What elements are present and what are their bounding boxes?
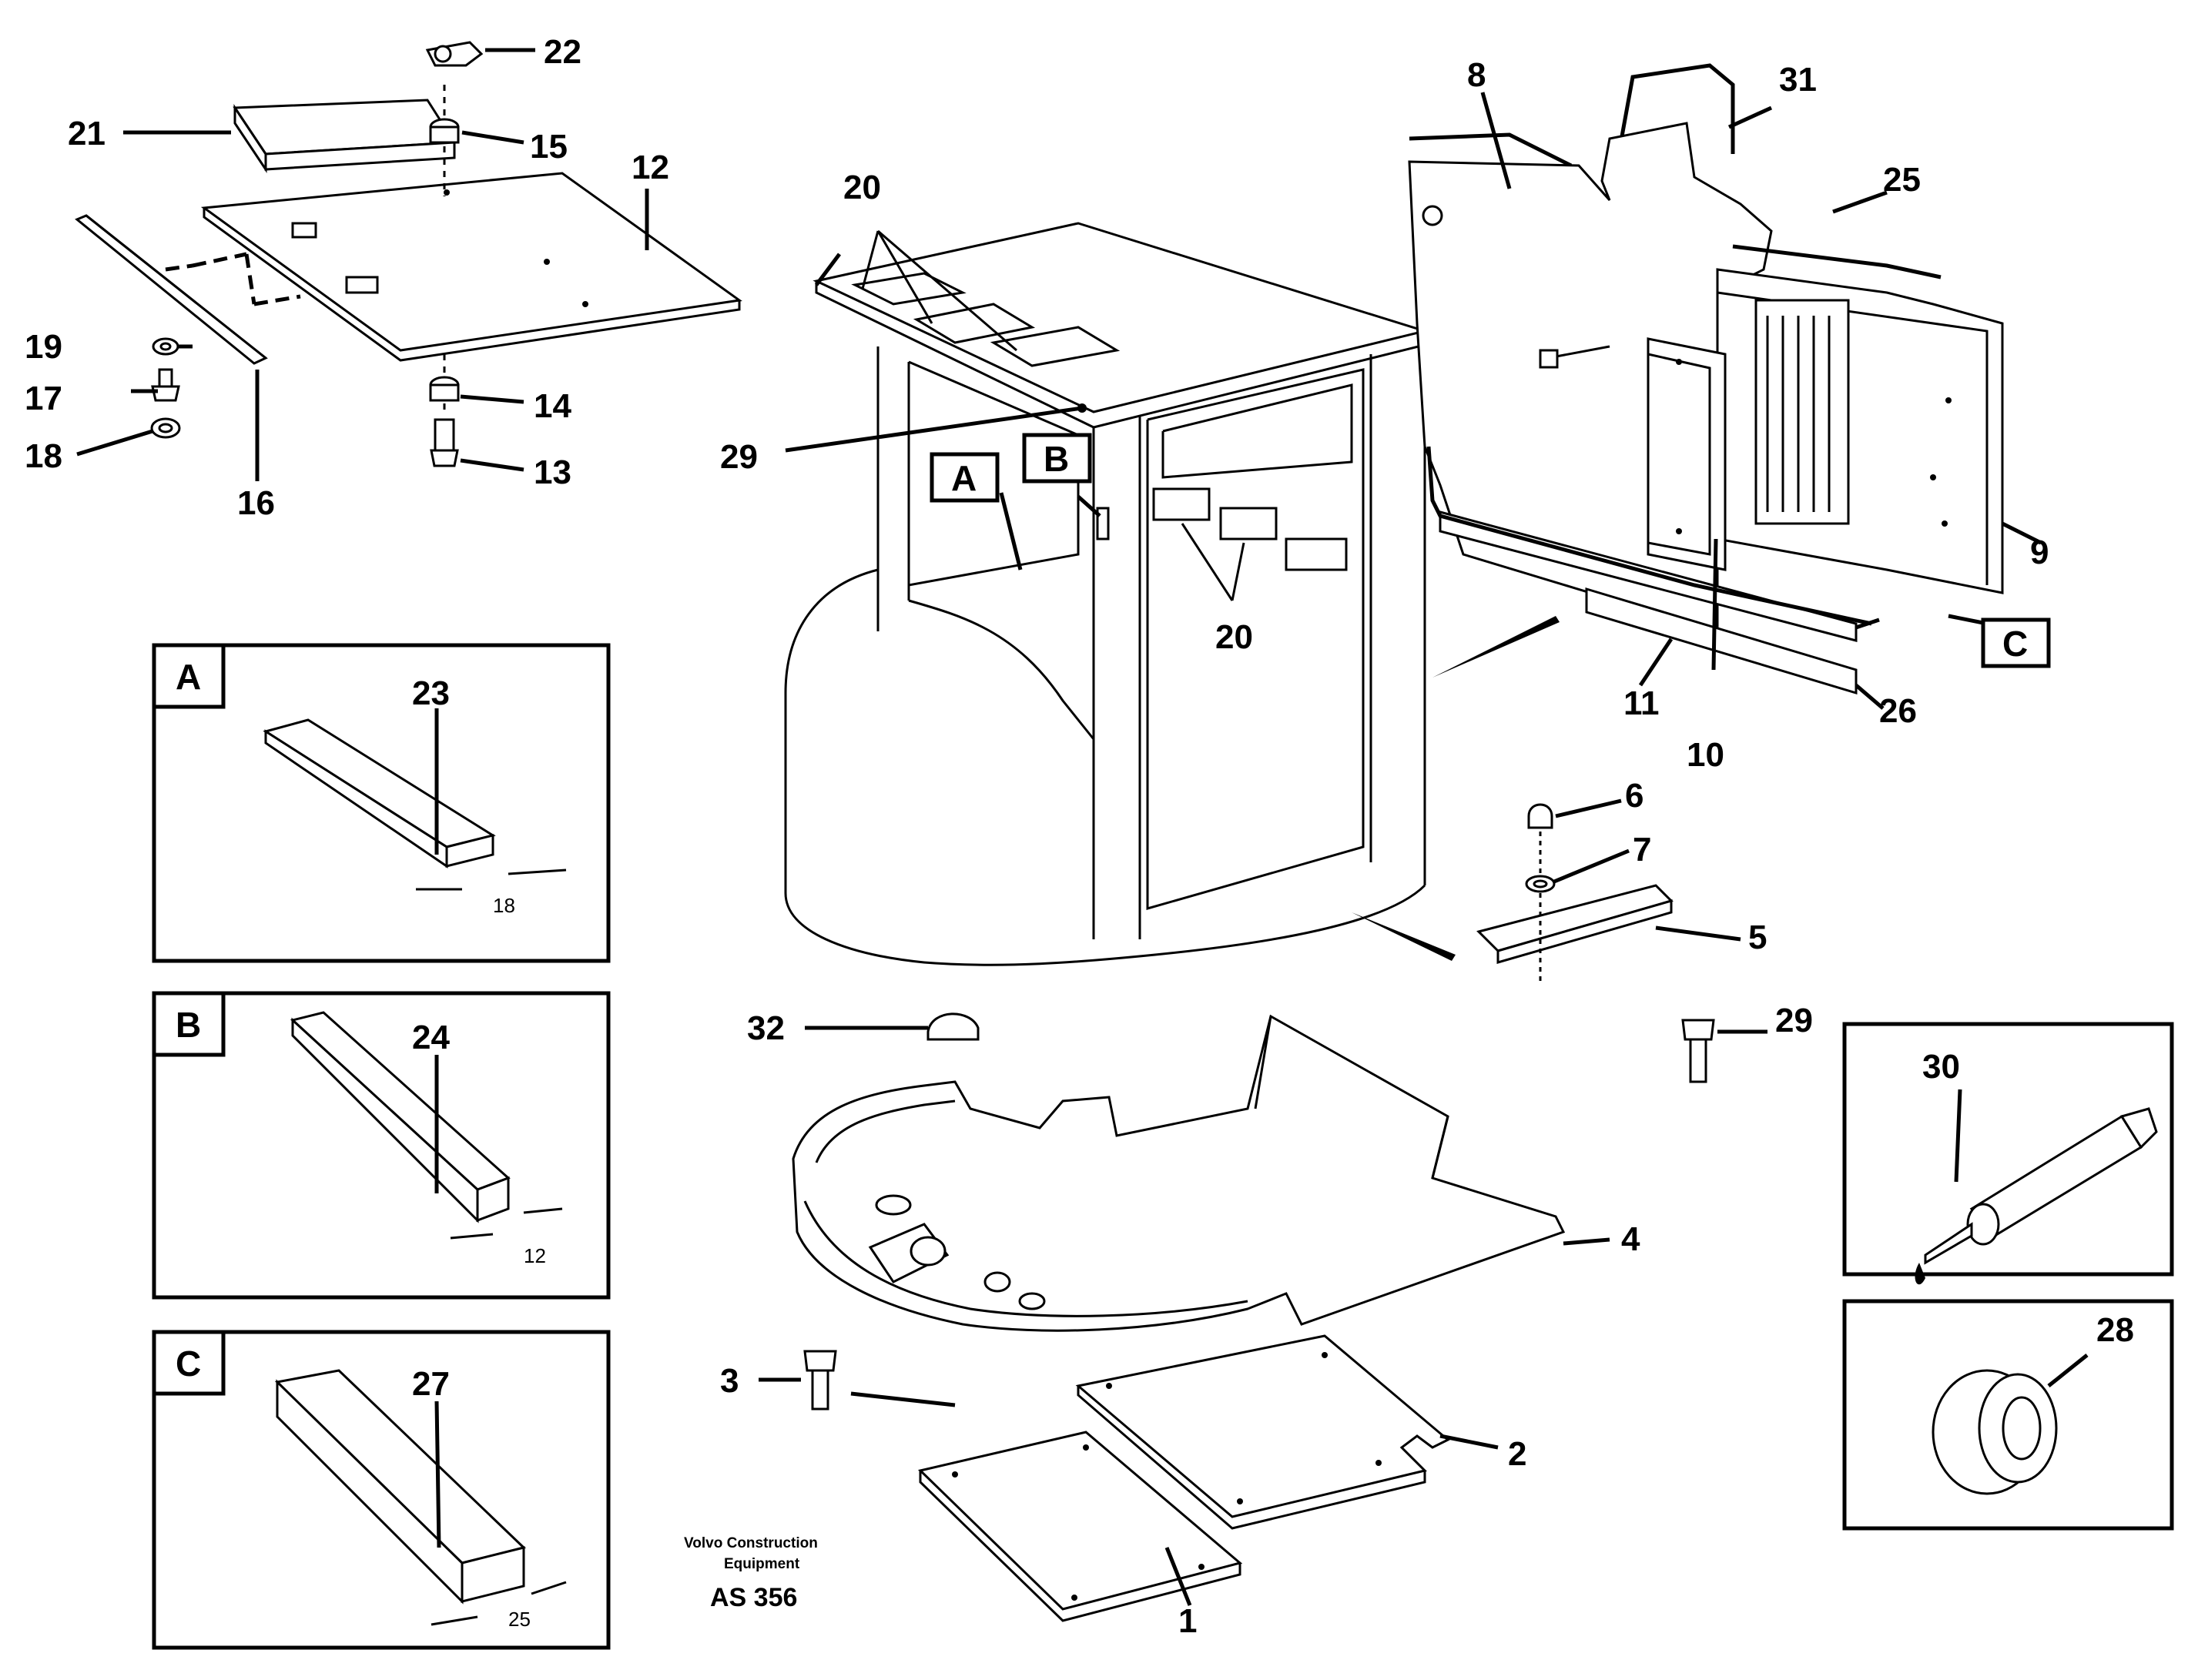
callout-31: 31	[1779, 61, 1817, 99]
callout-29-roof: 29	[720, 438, 758, 476]
floor-mats	[917, 1334, 1450, 1622]
callout-20-roof: 20	[843, 169, 881, 206]
vent-grille-lines	[1766, 316, 1831, 512]
view-marker-b: B	[1044, 439, 1069, 479]
detail-view-b	[152, 991, 611, 1300]
callout-4: 4	[1621, 1220, 1640, 1258]
callout-15: 15	[530, 128, 568, 166]
callout-17: 17	[25, 380, 62, 417]
callout-19: 19	[25, 328, 62, 366]
callout-13: 13	[534, 453, 571, 491]
callout-18: 18	[25, 437, 62, 475]
callout-1: 1	[1178, 1602, 1197, 1640]
callout-26: 26	[1879, 692, 1917, 730]
dimension-b: 12	[524, 1244, 546, 1267]
callout-6: 6	[1625, 777, 1643, 815]
detail-letter-c: C	[176, 1344, 201, 1384]
callout-20-side: 20	[1215, 618, 1253, 656]
bolt-3	[803, 1350, 956, 1411]
hinge-bracket-assembly	[1476, 803, 1674, 986]
callout-24: 24	[412, 1019, 450, 1056]
leader-lines	[76, 48, 2089, 1606]
floor-plate	[792, 1014, 1566, 1332]
cab-body	[784, 222, 1429, 966]
callout-25: 25	[1883, 161, 1921, 199]
callout-28: 28	[2096, 1311, 2134, 1349]
plug-32	[926, 1012, 980, 1041]
detail-letter-a: A	[176, 657, 201, 697]
drawing-number: AS 356	[710, 1583, 797, 1612]
detail-box-grommet	[1842, 1299, 2174, 1531]
view-markers: A B C	[930, 433, 2051, 668]
detail-letter-b: B	[176, 1005, 201, 1045]
callout-7: 7	[1633, 831, 1651, 868]
dimension-labels: 18 12 25	[493, 894, 546, 1631]
roof-panel-assembly	[75, 41, 742, 467]
dimension-c: 25	[508, 1608, 531, 1631]
callout-30: 30	[1922, 1048, 1960, 1086]
credit-company-line2: Equipment	[724, 1556, 800, 1572]
rear-wall-panel	[1408, 63, 2004, 695]
callout-9: 9	[2030, 534, 2049, 571]
detail-view-c	[152, 1330, 611, 1650]
callout-2: 2	[1508, 1435, 1526, 1473]
callout-11: 11	[1623, 684, 1660, 722]
callout-3: 3	[720, 1362, 739, 1400]
detail-box-letters: A B C	[176, 657, 201, 1384]
bolt-29	[1681, 1019, 1715, 1083]
callout-29: 29	[1775, 1002, 1813, 1039]
callout-labels: 22 21 15 12 19 17 18 14 13 16 20 29 20 8…	[25, 33, 2134, 1640]
callout-12: 12	[632, 149, 669, 186]
view-marker-a: A	[951, 458, 977, 498]
callout-23: 23	[412, 674, 450, 712]
callout-21: 21	[68, 115, 106, 152]
callout-32: 32	[747, 1009, 785, 1047]
credit-block: Volvo Construction Equipment AS 356	[684, 1535, 818, 1612]
dimension-a: 18	[493, 894, 515, 917]
view-marker-c: C	[2002, 624, 2028, 664]
credit-company-line1: Volvo Construction	[684, 1535, 818, 1551]
callout-5: 5	[1748, 919, 1767, 956]
callout-27: 27	[412, 1365, 450, 1403]
callout-14: 14	[534, 387, 571, 425]
detail-view-a	[152, 643, 611, 963]
callout-16: 16	[237, 484, 275, 522]
callout-10: 10	[1687, 736, 1724, 774]
callout-22: 22	[544, 33, 581, 71]
detail-box-sealant	[1842, 1022, 2174, 1285]
callout-8: 8	[1467, 56, 1486, 94]
